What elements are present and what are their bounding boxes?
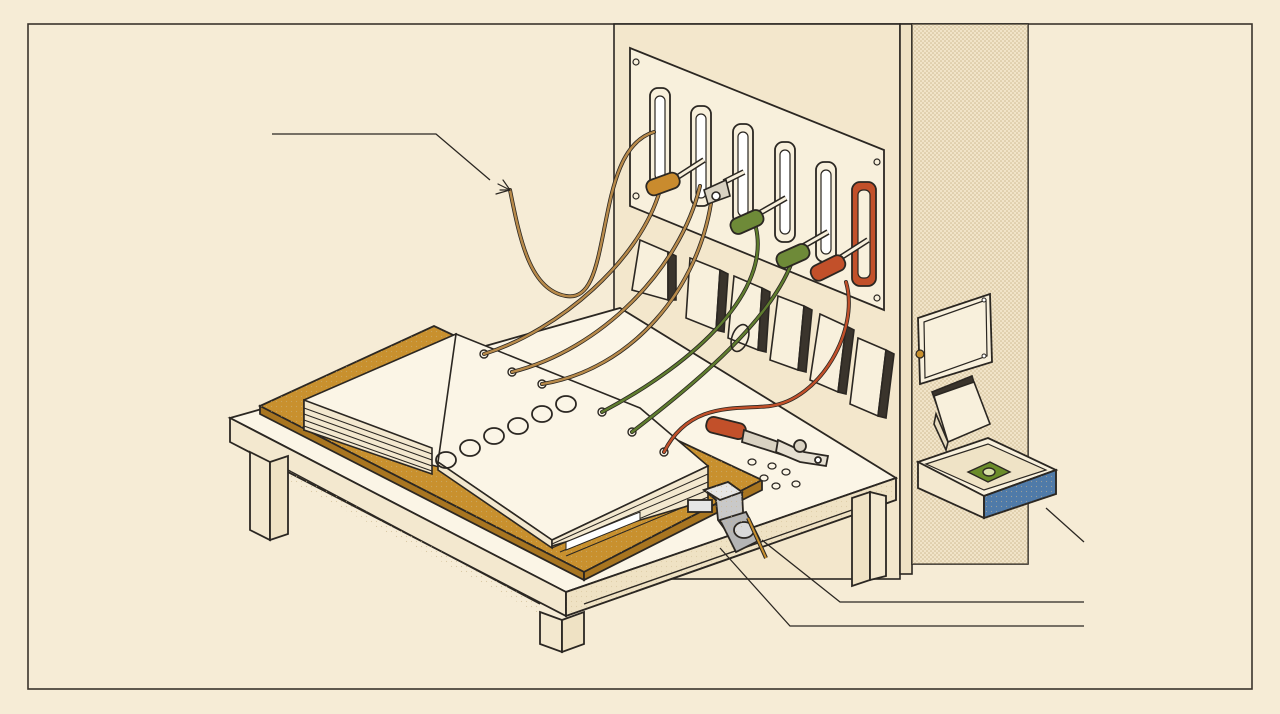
wire-knot — [730, 323, 750, 353]
callout-frayed-wire — [272, 133, 491, 181]
slot-6-active — [851, 181, 877, 287]
clamp-red — [705, 415, 830, 468]
callout-c-clamp — [719, 547, 1084, 627]
slot-4 — [774, 141, 796, 243]
panel-slots — [649, 87, 877, 287]
callout-lines — [272, 133, 1085, 627]
frayed-wire-end — [495, 179, 511, 195]
callout-clamp-handle — [761, 539, 1084, 603]
wall-chute — [930, 374, 992, 453]
slot-2 — [690, 105, 712, 207]
plug-green-lower — [775, 229, 830, 269]
wall-box-door — [915, 292, 993, 386]
slot-1 — [649, 87, 671, 189]
slot-5 — [815, 161, 837, 263]
plug-orange — [645, 157, 706, 197]
plug-green-upper — [729, 195, 788, 235]
plug-red — [809, 237, 870, 282]
callout-tray — [1045, 507, 1085, 543]
clip-metal — [703, 169, 746, 206]
wires — [482, 130, 851, 454]
binder-pages-left — [303, 332, 457, 476]
c-clamp — [687, 481, 768, 559]
binder-pages-right — [437, 332, 710, 557]
binder-rings — [435, 395, 577, 469]
table-holes — [747, 458, 801, 490]
tray-part — [966, 461, 1012, 483]
lower-chutes — [631, 238, 895, 419]
